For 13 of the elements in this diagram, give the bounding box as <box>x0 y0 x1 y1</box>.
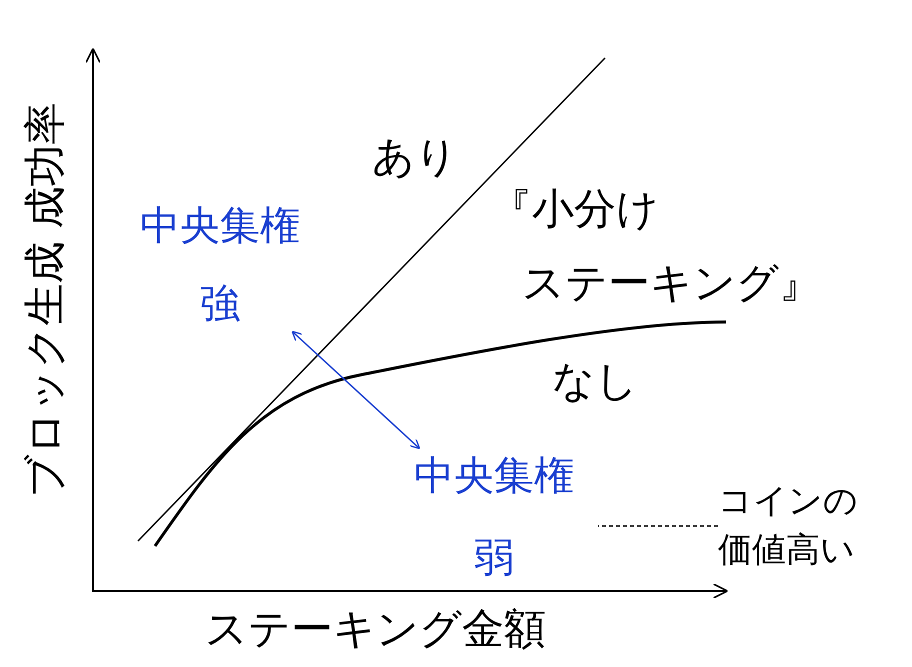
y-axis-label: ブロック生成 成功率 <box>24 102 66 498</box>
region-label: ステーキング』 <box>522 262 821 304</box>
leader-line <box>598 525 718 527</box>
region-label: 『小分け <box>490 188 659 230</box>
node-text: 弱 <box>473 538 515 578</box>
node-heading: 中央集権 <box>413 456 575 496</box>
double-arrow <box>292 330 420 450</box>
node-heading: 中央集権 <box>139 206 301 246</box>
note-text: コインの価値高い <box>718 480 859 572</box>
region-label: なし <box>552 360 638 402</box>
x-axis-label: ステーキング金額 <box>205 608 546 650</box>
node-text: 強 <box>199 284 241 324</box>
region-label: あり <box>372 136 458 178</box>
